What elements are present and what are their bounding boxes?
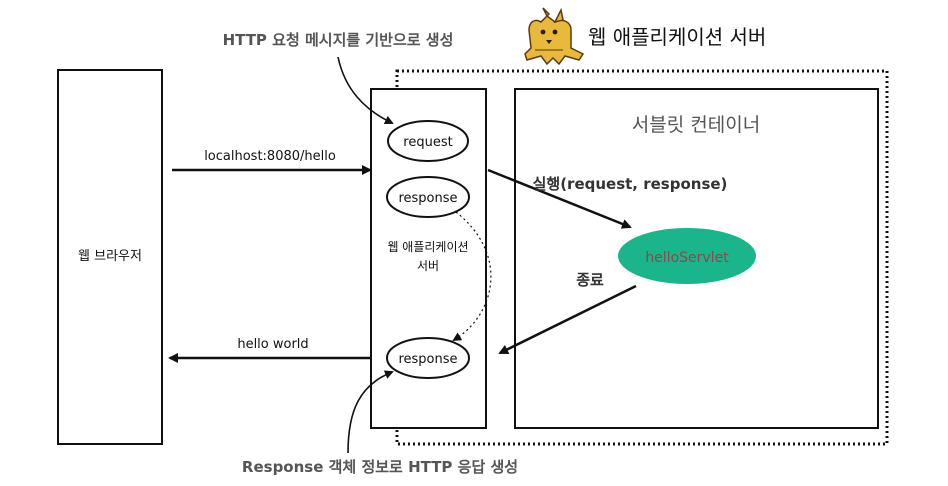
- request-node: [387, 120, 469, 162]
- hello-servlet-node: [618, 228, 756, 284]
- finish-arrow: [498, 284, 637, 355]
- servlet-container-title: 서블릿 컨테이너: [632, 114, 760, 136]
- top-annotation-pointer: [337, 56, 394, 125]
- response-node-top: [386, 176, 470, 218]
- response-body-label: hello world: [237, 337, 308, 352]
- bottom-annotation: Response 객체 정보로 HTTP 응답 생성: [242, 458, 518, 476]
- response-node-bottom-label: response: [398, 352, 457, 367]
- top-annotation: HTTP 요청 메시지를 기반으로 생성: [223, 31, 454, 49]
- hello-servlet-label: helloServlet: [645, 250, 729, 266]
- web-browser-label: 웹 브라우저: [78, 249, 142, 264]
- execute-label: 실행(request, response): [533, 175, 728, 193]
- was-label-line2: 서버: [417, 259, 439, 273]
- finish-label: 종료: [576, 271, 604, 289]
- response-node-top-label: response: [398, 191, 457, 206]
- request-node-label: request: [403, 135, 452, 150]
- request-url-label: localhost:8080/hello: [204, 149, 336, 164]
- app-server-boundary: [395, 69, 889, 446]
- bottom-annotation-pointer: [347, 370, 394, 454]
- response-dotted-flow: [452, 211, 492, 342]
- web-browser-box: [57, 69, 163, 445]
- response-node-bottom: [386, 337, 470, 379]
- was-label-line1: 웹 애플리케이션: [387, 240, 468, 254]
- execute-arrow: [487, 168, 632, 229]
- tomcat-cat-icon: [524, 7, 585, 66]
- app-server-title: 웹 애플리케이션 서버: [588, 25, 766, 49]
